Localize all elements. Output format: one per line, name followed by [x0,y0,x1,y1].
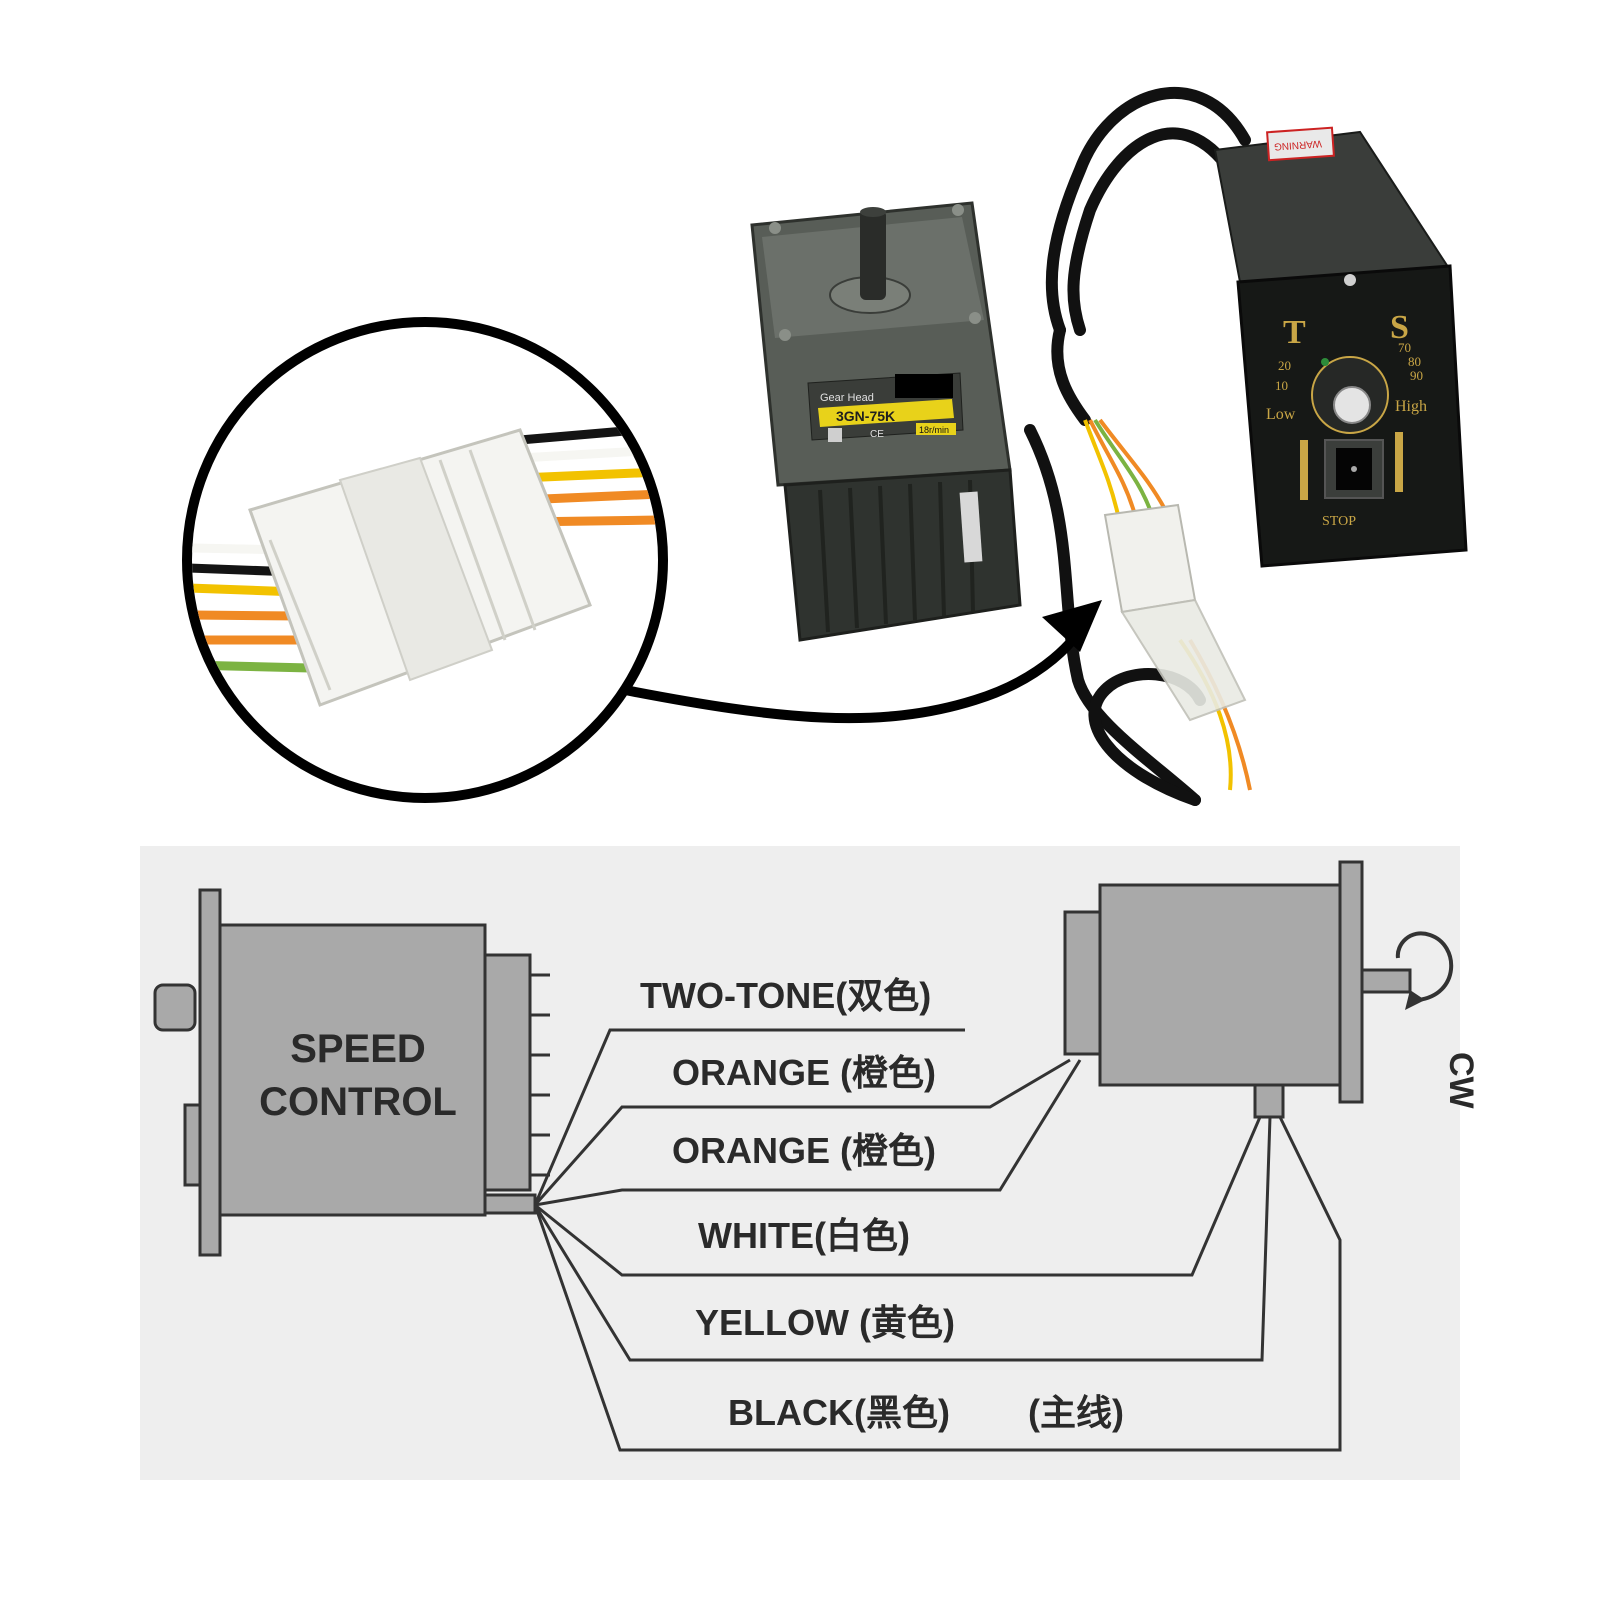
diagram-motor: CW [1063,860,1480,1119]
motor-nameplate: Gear Head 3GN-75K CE 18r/min [807,372,964,442]
gear-motor: Gear Head 3GN-75K CE 18r/min [750,201,1022,642]
wire-label-orange-1: ORANGE (橙色) [672,1052,936,1093]
warning-label [1266,126,1335,162]
warning-text: WARNING [1273,137,1322,151]
motor-shaft [860,210,886,300]
photo-wires [1083,418,1252,791]
wire-label-white: WHITE(白色) [698,1215,910,1256]
photo-connector [1103,503,1247,722]
scale-90: 90 [1410,368,1423,383]
motor-model: 3GN-75K [836,408,895,424]
low-label: Low [1266,406,1296,423]
wire-labels: TWO-TONE(双色) ORANGE (橙色) ORANGE (橙色) WHI… [640,975,1124,1433]
scale-70: 70 [1398,340,1411,355]
stop-label: STOP [1322,514,1356,529]
diagram-wires [533,1028,1342,1452]
wire-label-two-tone: TWO-TONE(双色) [640,975,931,1016]
controller-letter-s: S [1390,309,1409,346]
speed-controller: WARNING T S 20 10 70 80 90 Low High STOP [1213,126,1468,568]
controller-cable [1045,86,1251,426]
speed-control-unit: SPEED CONTROL [153,888,550,1257]
scale-80: 80 [1408,354,1421,369]
connector-zoom-circle [182,317,668,803]
wire-label-yellow: YELLOW (黄色) [695,1302,955,1343]
controller-letter-t: T [1283,314,1306,351]
speed-knob[interactable] [1333,386,1371,424]
scale-20: 20 [1278,358,1291,373]
main-line-note: (主线) [1028,1392,1124,1433]
ce-mark: CE [870,429,884,440]
status-led [1321,358,1329,366]
rotation-arrow [1395,931,1454,1002]
gear-head-label: Gear Head [820,392,874,404]
high-label: High [1395,398,1427,415]
zoom-pointer [620,600,1102,724]
wire-label-orange-2: ORANGE (橙色) [672,1130,936,1171]
wiring-diagram: SPEED CONTROL CW TWO-TONE(双色) ORANGE [140,846,1480,1480]
speed-control-line2: CONTROL [259,1080,457,1124]
speed-control-line1: SPEED [290,1027,426,1071]
motor-rate: 18r/min [919,425,949,435]
cw-label: CW [1442,1052,1480,1110]
wire-label-black: BLACK(黑色) [728,1392,950,1433]
scale-10: 10 [1275,378,1288,393]
